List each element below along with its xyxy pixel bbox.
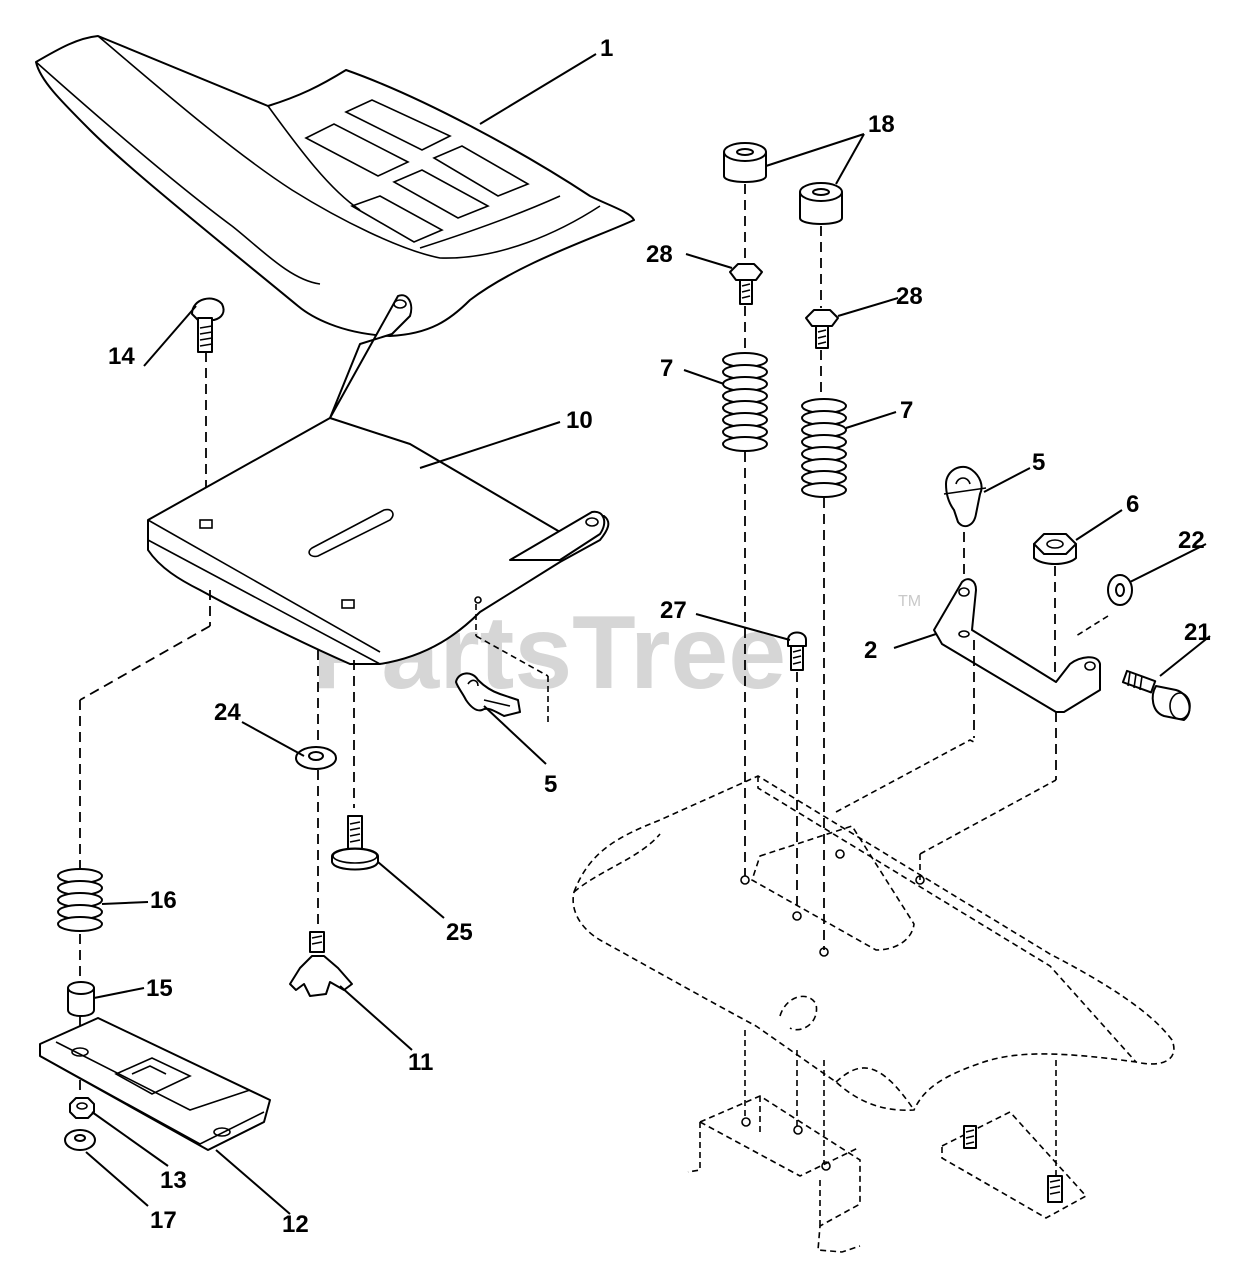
flat-washer-small [64,1129,96,1151]
lock-washer [1107,574,1133,606]
seat-clip-left [455,672,521,717]
frame-studs [963,1125,1063,1203]
callout-10: 10 [566,407,593,434]
pivot-bracket [39,1017,271,1151]
callout-1: 1 [600,35,613,62]
callout-16: 16 [150,887,177,914]
hex-bolt [1121,669,1191,721]
hex-nut [1033,533,1077,565]
callout-28: 28 [646,241,673,268]
callout-2: 2 [864,637,877,664]
fender-phantom [572,739,1175,1111]
coil-spring-left [722,352,768,452]
callout-17: 17 [150,1207,177,1234]
seat [35,35,635,337]
screw-right [805,309,839,349]
callout-14: 14 [108,343,135,370]
callout-25: 25 [446,919,473,946]
coil-spring-right [801,398,847,498]
callout-22: 22 [1178,527,1205,554]
seat-knob [289,931,353,997]
shoulder-bolt [331,815,379,871]
callout-28: 28 [896,283,923,310]
callout-7: 7 [900,397,913,424]
callout-11: 11 [408,1049,433,1076]
hex-nut-small [69,1097,95,1119]
seat-clip-right [943,465,987,528]
callout-12: 12 [282,1211,309,1238]
callout-18: 18 [868,111,895,138]
callout-6: 6 [1126,491,1139,518]
leader-lines [85,53,1211,1215]
seat-pan [147,294,610,665]
callout-13: 13 [160,1167,187,1194]
rubber-bumper-right [799,182,843,225]
rubber-bumper-left [723,142,767,183]
watermark-trademark: TM [898,593,921,610]
coil-spring-small [57,868,103,932]
callout-5: 5 [1032,449,1045,476]
bolt-small [787,631,807,671]
callout-7: 7 [660,355,673,382]
callouts: 1 18 28 28 7 7 14 10 5 6 22 27 2 21 24 5… [108,35,1211,1238]
seat-bracket [933,578,1101,713]
callout-21: 21 [1184,619,1211,646]
frame-bracket-phantom [687,1030,1088,1253]
carriage-bolt [191,297,225,353]
callout-15: 15 [146,975,173,1002]
screw-left [729,263,763,305]
callout-24: 24 [214,699,241,726]
spacer [67,981,95,1017]
washer [295,746,337,770]
callout-27: 27 [660,597,687,624]
callout-5: 5 [544,771,557,798]
